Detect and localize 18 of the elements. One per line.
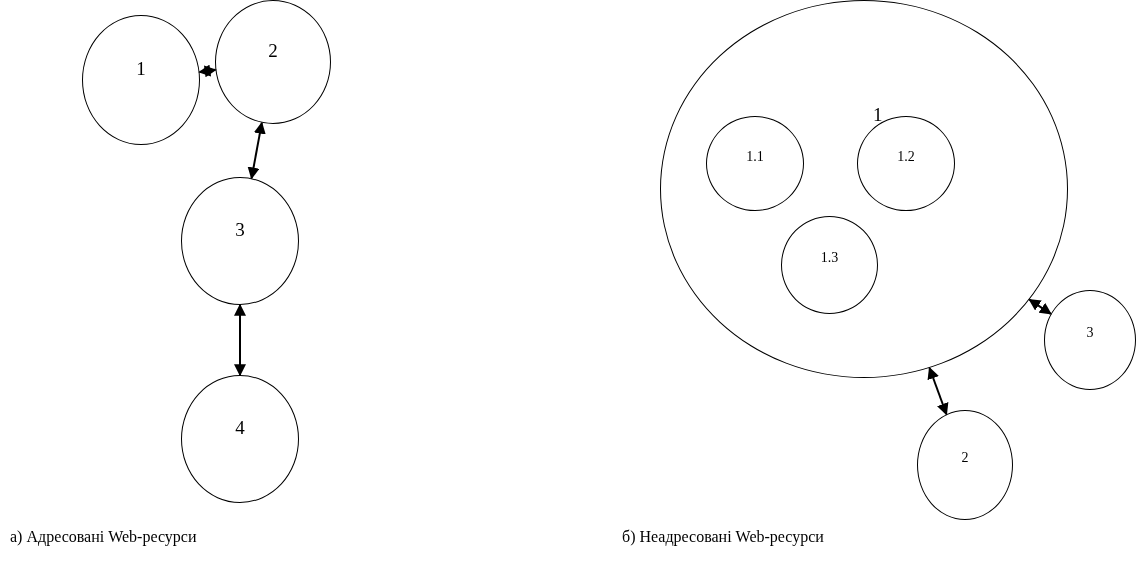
node-label: 1 bbox=[136, 58, 146, 78]
node-label: 1.3 bbox=[820, 251, 839, 265]
arrow bbox=[247, 121, 266, 180]
node-label: 3 bbox=[235, 219, 245, 239]
arrow bbox=[198, 64, 217, 78]
arrow bbox=[234, 303, 246, 377]
caption: б) Неадресовані Web-ресурси bbox=[622, 528, 824, 546]
circle-node bbox=[706, 116, 804, 211]
node-label: 3 bbox=[1086, 326, 1094, 340]
circle-node bbox=[660, 0, 1068, 378]
node-label: 2 bbox=[268, 40, 278, 60]
caption: а) Адресовані Web-ресурси bbox=[10, 528, 197, 546]
node-label: 4 bbox=[235, 417, 245, 437]
node-label: 1.2 bbox=[897, 149, 915, 164]
node-label: 2 bbox=[961, 451, 969, 465]
node-label: 1 bbox=[873, 105, 883, 124]
node-label: 1.1 bbox=[746, 149, 764, 164]
arrow bbox=[1028, 298, 1052, 315]
